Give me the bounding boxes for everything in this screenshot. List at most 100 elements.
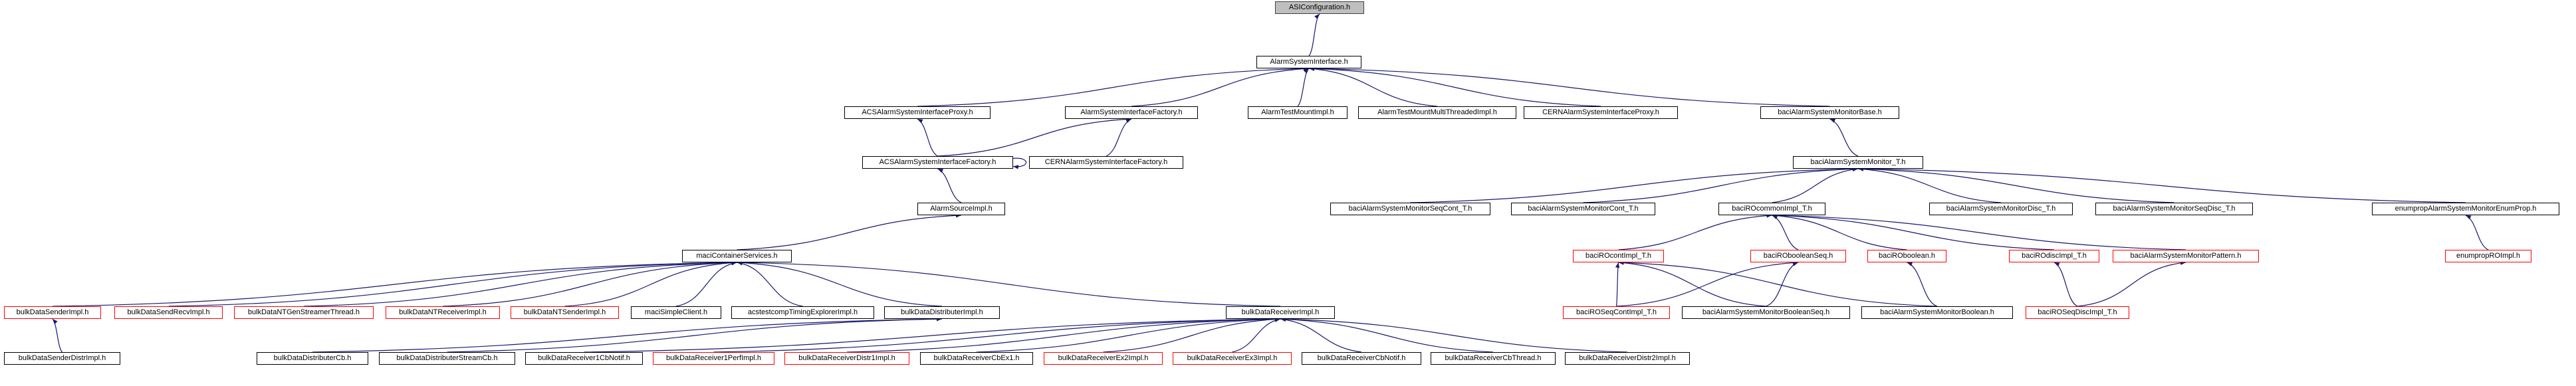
graph-node-label: baciAlarmSystemMonitorBooleanSeq.h — [1702, 308, 1830, 316]
graph-node-label: baciRObooleanSeq.h — [1763, 252, 1833, 260]
graph-edge — [1772, 213, 2186, 250]
graph-node-acstestcomptimingexplorerimpl[interactable]: acstestcompTimingExplorerImpl.h — [731, 306, 874, 319]
graph-node-bacirocommonimpl_t[interactable]: baciROcommonImpl_T.h — [1718, 203, 1825, 215]
graph-edge — [1857, 167, 2002, 203]
graph-node-baciroboolean[interactable]: baciROboolean.h — [1867, 250, 1946, 262]
graph-node-label: maciContainerServices.h — [696, 252, 778, 260]
graph-node-bulkdatareceivercbnotif[interactable]: bulkDataReceiverCbNotif.h — [1302, 352, 1421, 365]
graph-node-label: AlarmTestMountImpl.h — [1261, 108, 1334, 116]
graph-node-label: ASIConfiguration.h — [1288, 3, 1351, 11]
graph-node-bacialarmsystemmonitorseqcont_t[interactable]: baciAlarmSystemMonitorSeqCont_T.h — [1330, 203, 1490, 215]
graph-edge — [737, 261, 803, 307]
graph-edge — [1308, 66, 1438, 107]
graph-node-label: CERNAlarmSystemInterfaceProxy.h — [1542, 108, 1659, 116]
graph-edge — [1829, 118, 1859, 157]
graph-node-label: enumpropROImpl.h — [2456, 252, 2520, 260]
graph-node-label: maciSimpleClient.h — [644, 308, 708, 316]
graph-node-label: baciAlarmSystemMonitorCont_T.h — [1528, 205, 1639, 213]
graph-edge — [1772, 167, 1859, 203]
graph-node-bacialarmsystemmonitor_t[interactable]: baciAlarmSystemMonitor_T.h — [1793, 156, 1923, 169]
graph-node-baciroseqdiscimpl_t[interactable]: baciROSeqDiscImpl_T.h — [2026, 306, 2129, 319]
graph-node-bacialarmsystemmonitorseqdisc_t[interactable]: baciAlarmSystemMonitorSeqDisc_T.h — [2095, 203, 2253, 215]
graph-node-bulkdatareceiver1cbnotif[interactable]: bulkDataReceiver1CbNotif.h — [525, 352, 643, 365]
graph-node-bulkdatareceivercbex1[interactable]: bulkDataReceiverCbEx1.h — [920, 352, 1033, 365]
graph-node-label: bulkDataReceiverImpl.h — [1241, 308, 1320, 316]
graph-node-label: baciAlarmSystemMonitorDisc_T.h — [1946, 205, 2056, 213]
graph-node-bulkdatantgenstreamerthread[interactable]: bulkDataNTGenStreamerThread.h — [234, 306, 374, 319]
graph-edge — [1766, 262, 1799, 307]
graph-node-label: bulkDataNTSenderImpl.h — [523, 308, 606, 316]
graph-node-cernalarmsysteminterfaceproxy[interactable]: CERNAlarmSystemInterfaceProxy.h — [1524, 106, 1678, 119]
graph-edge — [1583, 167, 1859, 203]
graph-node-asiconfiguration[interactable]: ASIConfiguration.h — [1275, 1, 1364, 14]
graph-node-acsalarmsysteminterfacefactory[interactable]: ACSAlarmSystemInterfaceFactory.h — [862, 156, 1013, 169]
graph-node-bulkdatantsenderimpl[interactable]: bulkDataNTSenderImpl.h — [511, 306, 619, 319]
graph-node-bulkdatareceiverex2impl[interactable]: bulkDataReceiverEx2Impl.h — [1044, 352, 1163, 365]
graph-edge — [168, 260, 737, 307]
graph-node-bacialarmsystemmonitorbooleanseq[interactable]: baciAlarmSystemMonitorBooleanSeq.h — [1682, 306, 1850, 319]
graph-node-bulkdatareceiverex3impl[interactable]: bulkDataReceiverEx3Impl.h — [1173, 352, 1292, 365]
graph-edge — [1618, 260, 1766, 307]
graph-node-bacialarmsystemmonitorboolean[interactable]: baciAlarmSystemMonitorBoolean.h — [1861, 306, 2013, 319]
graph-node-label: acstestcompTimingExplorerImpl.h — [747, 308, 858, 316]
graph-node-macicontainerservices[interactable]: maciContainerServices.h — [682, 250, 792, 262]
graph-node-bulkdatadistributerstreamcb[interactable]: bulkDataDistributerStreamCb.h — [379, 352, 515, 365]
graph-node-baciroseqcontimpl_t[interactable]: baciROSeqContImpl_T.h — [1563, 306, 1670, 319]
graph-node-bulkdatasenderimpl[interactable]: bulkDataSenderImpl.h — [4, 306, 101, 319]
graph-edge — [1232, 318, 1281, 353]
graph-node-bacirocontimpl_t[interactable]: baciROcontImpl_T.h — [1573, 250, 1664, 262]
graph-node-acsalarmsysteminterfaceproxy[interactable]: ACSAlarmSystemInterfaceProxy.h — [844, 106, 991, 119]
graph-node-enumproproimpl[interactable]: enumpropROImpl.h — [2445, 250, 2531, 262]
graph-node-label: bulkDataSenderImpl.h — [16, 308, 89, 316]
graph-node-bacirodiscimpl_t[interactable]: baciROdiscImpl_T.h — [2009, 250, 2099, 262]
graph-node-bulkdatareceiverdistr1impl[interactable]: bulkDataReceiverDistr1Impl.h — [784, 352, 909, 365]
graph-node-bulkdatadistributercb[interactable]: bulkDataDistributerCb.h — [257, 352, 368, 365]
graph-edge — [1297, 68, 1310, 107]
graph-node-label: bulkDataSendRecvImpl.h — [127, 308, 210, 316]
graph-node-label: baciAlarmSystemMonitorPattern.h — [2130, 252, 2242, 260]
graph-edge — [303, 260, 737, 307]
graph-edge — [584, 316, 1281, 353]
graph-node-enumpropalarmsystemmonitorenumprop[interactable]: enumpropAlarmSystemMonitorEnumProp.h — [2372, 203, 2559, 215]
graph-node-bacialarmsystemmonitorpattern[interactable]: baciAlarmSystemMonitorPattern.h — [2113, 250, 2259, 262]
graph-node-bacialarmsystemmonitorcont_t[interactable]: baciAlarmSystemMonitorCont_T.h — [1511, 203, 1655, 215]
graph-edge — [937, 168, 962, 203]
graph-node-bulkdatadistributerimpl[interactable]: bulkDataDistributerImpl.h — [884, 306, 1000, 319]
graph-node-alarmsysteminterfacefactory[interactable]: AlarmSystemInterfaceFactory.h — [1065, 106, 1198, 119]
graph-node-label: bulkDataReceiverCbEx1.h — [933, 354, 1020, 362]
graph-node-alarmsysteminterface[interactable]: AlarmSystemInterface.h — [1256, 56, 1361, 68]
graph-node-bulkdatareceiverimpl[interactable]: bulkDataReceiverImpl.h — [1226, 306, 1335, 319]
graph-node-bulkdatasendrecvimpl[interactable]: bulkDataSendRecvImpl.h — [114, 306, 223, 319]
graph-node-label: enumpropAlarmSystemMonitorEnumProp.h — [2395, 205, 2537, 213]
graph-node-macisimpleclient[interactable]: maciSimpleClient.h — [631, 306, 721, 319]
graph-node-label: baciROSeqDiscImpl_T.h — [2038, 308, 2117, 316]
graph-edge — [737, 260, 943, 307]
graph-node-bacialarmsystemmonitorbase[interactable]: baciAlarmSystemMonitorBase.h — [1760, 106, 1899, 119]
graph-edge — [1308, 13, 1320, 56]
graph-node-label: AlarmSourceImpl.h — [930, 205, 993, 213]
graph-node-alarmsourceimpl[interactable]: AlarmSourceImpl.h — [917, 203, 1005, 215]
graph-node-alarmtestmountmultithreadedimpl[interactable]: AlarmTestMountMultiThreadedImpl.h — [1358, 106, 1516, 119]
graph-edge — [1857, 166, 2466, 203]
graph-node-bulkdatareceiverdistr2impl[interactable]: bulkDataReceiverDistr2Impl.h — [1565, 352, 1690, 365]
graph-node-label: AlarmSystemInterfaceFactory.h — [1080, 108, 1183, 116]
graph-edge — [1012, 157, 1026, 169]
graph-node-bulkdatasenderdistrimpl[interactable]: bulkDataSenderDistrImpl.h — [4, 352, 120, 365]
graph-edge — [917, 66, 1310, 107]
graph-edge — [713, 316, 1281, 353]
graph-node-alarmtestmountimpl[interactable]: AlarmTestMountImpl.h — [1248, 106, 1347, 119]
graph-edge — [846, 316, 1281, 353]
graph-node-label: baciROcontImpl_T.h — [1585, 252, 1652, 260]
graph-edge — [737, 260, 1281, 307]
graph-edge — [737, 213, 962, 250]
graph-node-label: baciAlarmSystemMonitorBase.h — [1778, 108, 1882, 116]
graph-node-bacirobooleanseq[interactable]: baciRObooleanSeq.h — [1750, 250, 1846, 262]
graph-node-bacialarmsystemmonitordisc_t[interactable]: baciAlarmSystemMonitorDisc_T.h — [1929, 203, 2073, 215]
graph-node-label: bulkDataReceiverEx3Impl.h — [1187, 354, 1278, 362]
graph-node-bulkdatareceiver1perfimpl[interactable]: bulkDataReceiver1PerfImpl.h — [653, 352, 774, 365]
graph-edge — [1616, 260, 1799, 307]
graph-node-bulkdatantreceiverimpl[interactable]: bulkDataNTReceiverImpl.h — [386, 306, 500, 319]
graph-node-cernalarmsysteminterfacefactory[interactable]: CERNAlarmSystemInterfaceFactory.h — [1029, 156, 1183, 169]
graph-node-bulkdatareceivercbthread[interactable]: bulkDataReceiverCbThread.h — [1431, 352, 1556, 365]
